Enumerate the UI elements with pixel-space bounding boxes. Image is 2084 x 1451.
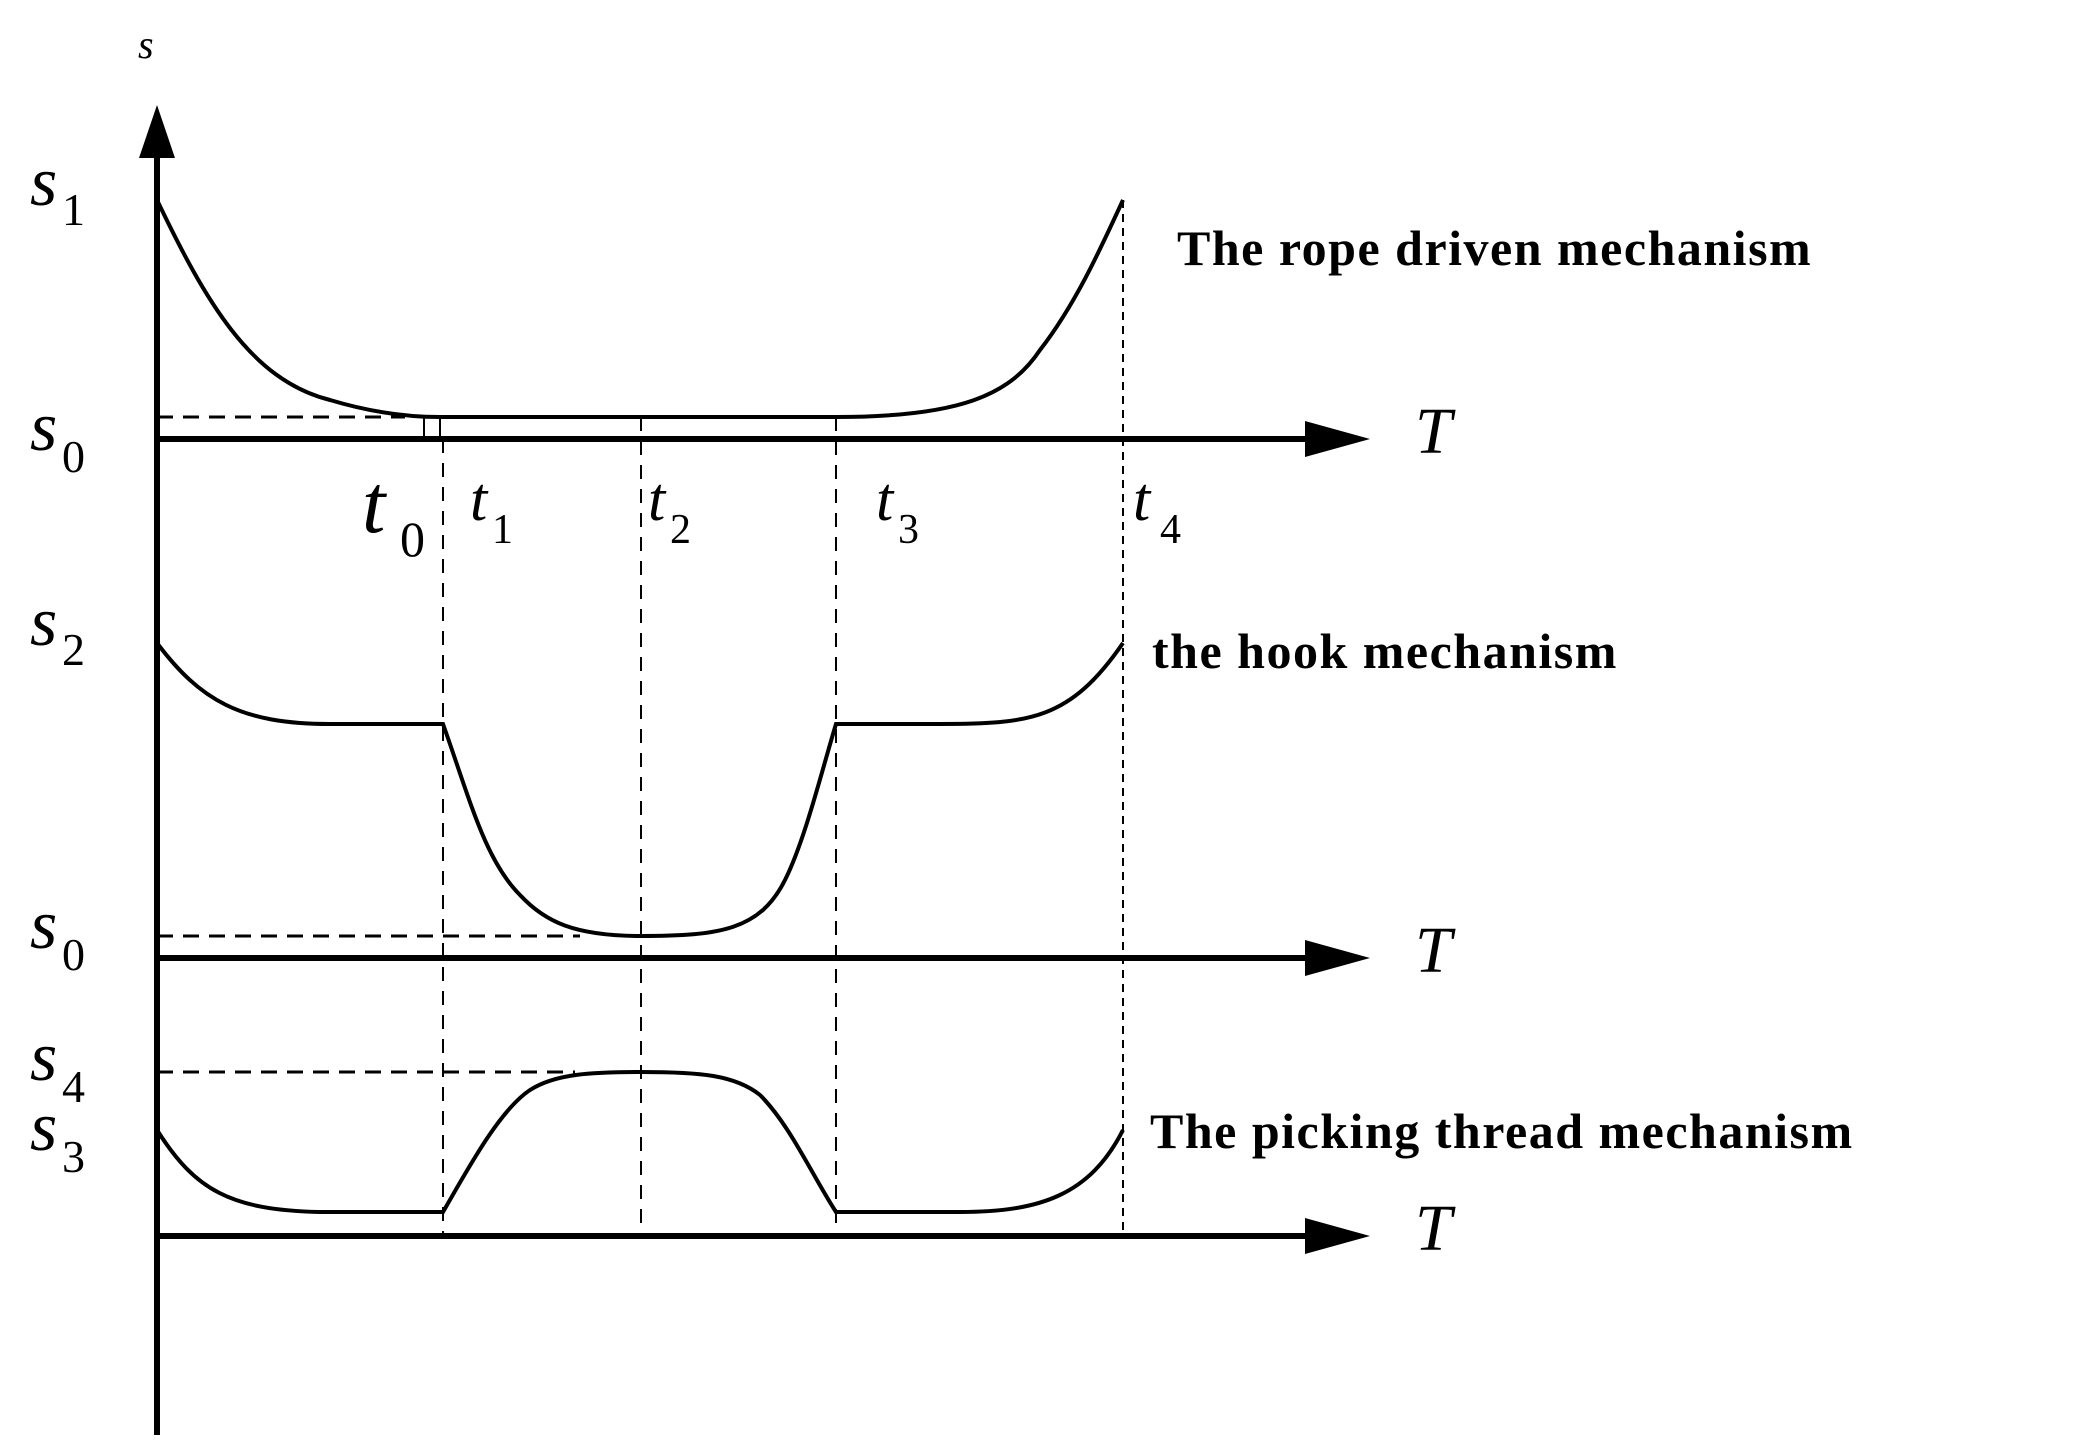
svg-text:s: s — [30, 887, 57, 964]
picking-thread-title: The picking thread mechanism — [1150, 1103, 1854, 1159]
svg-text:3: 3 — [62, 1131, 85, 1182]
svg-text:s: s — [30, 389, 57, 466]
rope-driven-curve — [155, 199, 1125, 419]
hook-curve — [155, 641, 1125, 939]
s-axis-arrowhead — [139, 105, 175, 158]
svg-text:2: 2 — [670, 507, 691, 553]
svg-text:t: t — [362, 458, 388, 551]
rope-driven-title: The rope driven mechanism — [1177, 220, 1812, 276]
t-axis-3-arrowhead — [1305, 1218, 1370, 1254]
svg-text:t: t — [470, 466, 489, 534]
svg-text:3: 3 — [898, 507, 919, 553]
svg-text:2: 2 — [62, 624, 85, 675]
svg-text:1: 1 — [62, 184, 85, 235]
t-axis-2-arrowhead — [1305, 940, 1370, 976]
time-label-t1: t 1 — [470, 466, 513, 553]
level-label-s2: s 2 — [30, 584, 85, 675]
svg-text:t: t — [648, 466, 667, 534]
t-axis-2-label: T — [1415, 914, 1456, 987]
svg-text:0: 0 — [62, 431, 85, 482]
svg-text:s: s — [30, 1019, 57, 1096]
time-label-t2: t 2 — [648, 466, 691, 553]
svg-text:s: s — [30, 584, 57, 661]
level-label-s0-middle: s 0 — [30, 887, 85, 980]
level-label-s0-top: s 0 — [30, 389, 85, 482]
time-label-t0: t 0 — [362, 458, 425, 567]
picking-thread-curve — [155, 1069, 1125, 1214]
t-axis-1-arrowhead — [1305, 421, 1370, 457]
time-label-t3: t 3 — [876, 466, 919, 553]
svg-text:t: t — [1133, 466, 1152, 534]
time-markers — [423, 200, 1124, 1236]
svg-text:0: 0 — [400, 511, 425, 567]
svg-text:0: 0 — [62, 929, 85, 980]
svg-text:s: s — [30, 1089, 57, 1166]
svg-text:4: 4 — [62, 1061, 85, 1112]
s-axis-label: s — [138, 22, 154, 67]
hook-title: the hook mechanism — [1152, 623, 1618, 679]
time-label-t4: t 4 — [1133, 466, 1181, 553]
svg-text:t: t — [876, 466, 895, 534]
svg-text:s: s — [30, 144, 57, 221]
t-axis-1-label: T — [1415, 395, 1456, 468]
t-axis-3-label: T — [1415, 1192, 1456, 1265]
level-label-s4: s 4 — [30, 1019, 85, 1112]
level-label-s1: s 1 — [30, 144, 85, 235]
level-label-s3: s 3 — [30, 1089, 85, 1182]
level-guides — [157, 415, 580, 1074]
svg-text:4: 4 — [1160, 507, 1181, 553]
svg-text:1: 1 — [492, 507, 513, 553]
